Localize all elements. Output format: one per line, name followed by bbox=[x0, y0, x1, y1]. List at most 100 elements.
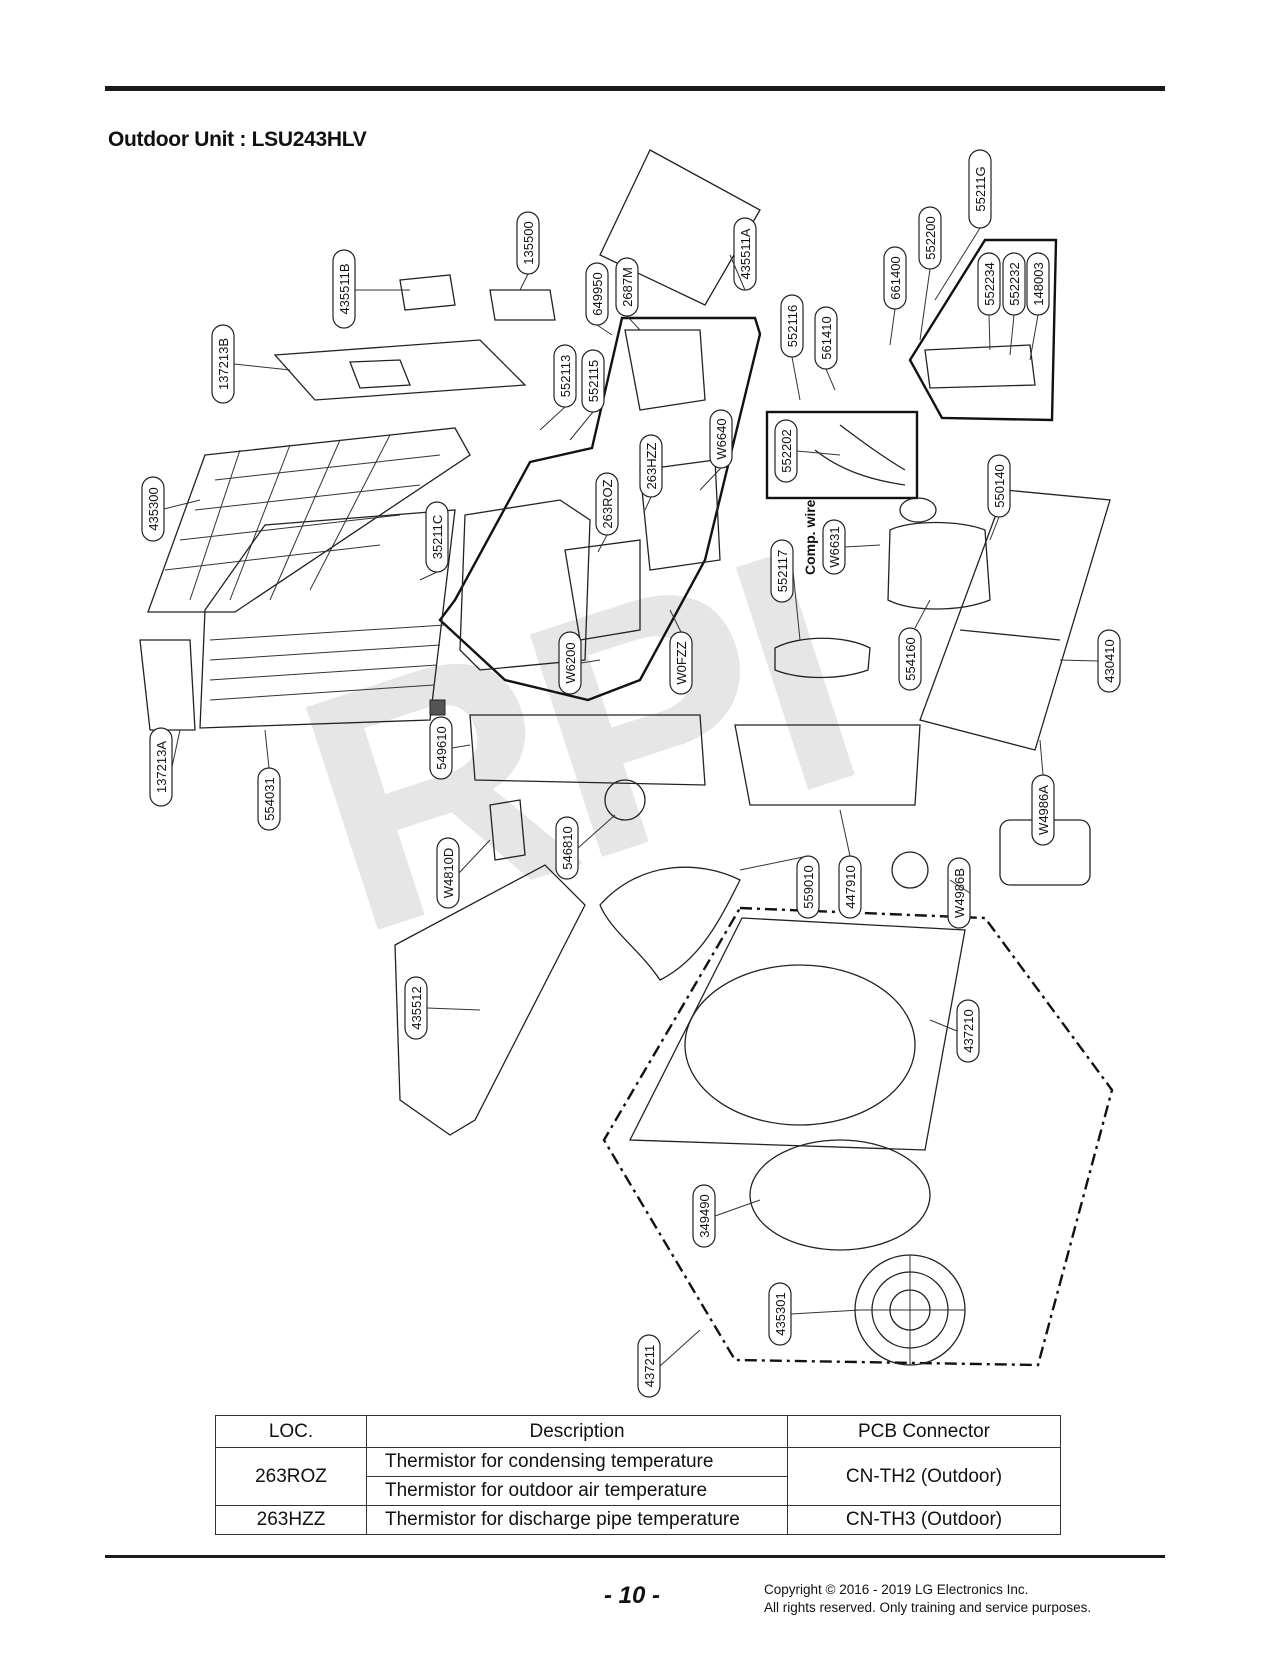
label-W6640: W6640 bbox=[714, 418, 729, 459]
label-137213B: 137213B bbox=[216, 338, 231, 390]
balloon-661400: 661400 bbox=[883, 246, 907, 310]
cell-description: Thermistor for discharge pipe temperatur… bbox=[366, 1505, 788, 1535]
balloon-552234: 552234 bbox=[977, 252, 1001, 316]
balloon-35211C: 35211C bbox=[425, 501, 449, 573]
label-2687M: 2687M bbox=[620, 267, 635, 307]
condenser-grille-part bbox=[147, 427, 471, 613]
front-panel-part bbox=[628, 917, 966, 1151]
control-box-group-outline bbox=[438, 316, 762, 702]
balloon-148003: 148003 bbox=[1026, 252, 1050, 316]
header-loc: LOC. bbox=[215, 1415, 367, 1448]
orifice-ring-part bbox=[749, 1139, 931, 1251]
copyright-notice: Copyright © 2016 - 2019 LG Electronics I… bbox=[764, 1581, 1091, 1617]
top-panel-part bbox=[599, 149, 761, 306]
cell-description: Thermistor for outdoor air temperature bbox=[366, 1476, 788, 1506]
cell-loc: 263ROZ bbox=[215, 1447, 367, 1506]
label-135500: 135500 bbox=[521, 221, 536, 264]
label-437210: 437210 bbox=[961, 1009, 976, 1052]
page-number: - 10 - bbox=[604, 1582, 661, 1609]
balloon-437210: 437210 bbox=[956, 999, 980, 1063]
balloon-349490: 349490 bbox=[692, 1184, 716, 1248]
label-435301: 435301 bbox=[773, 1292, 788, 1335]
balloon-W6631: W6631 bbox=[822, 519, 846, 575]
top-rule bbox=[105, 86, 1165, 91]
balloon-561410: 561410 bbox=[814, 306, 838, 370]
label-649950: 649950 bbox=[590, 272, 605, 315]
label-W6200: W6200 bbox=[563, 642, 578, 683]
label-552202: 552202 bbox=[779, 429, 794, 472]
table-row: 263HZZ Thermistor for discharge pipe tem… bbox=[215, 1505, 1061, 1535]
balloon-546810: 546810 bbox=[555, 816, 579, 880]
label-554160: 554160 bbox=[903, 637, 918, 680]
balloon-552202: 552202 bbox=[774, 419, 798, 483]
leader-lines bbox=[163, 227, 1099, 1367]
top-cover-part bbox=[273, 339, 527, 401]
front-panel-group-outline bbox=[602, 906, 1114, 1367]
label-552116: 552116 bbox=[785, 305, 800, 347]
fan-motor-part bbox=[604, 779, 646, 821]
table-row: 263ROZ Thermistor for condensing tempera… bbox=[215, 1447, 1061, 1506]
pcb-module-part bbox=[624, 329, 706, 411]
label-35211C: 35211C bbox=[430, 515, 445, 560]
cell-loc: 263HZZ bbox=[215, 1505, 367, 1535]
balloon-W4810D: W4810D bbox=[436, 837, 460, 909]
balloon-552117: 552117 bbox=[770, 539, 794, 603]
label-435511B: 435511B bbox=[337, 263, 352, 314]
motor-support-part bbox=[469, 714, 706, 786]
label-552232: 552232 bbox=[1007, 262, 1022, 305]
condenser-coil-part bbox=[199, 509, 456, 729]
cover-mount-part bbox=[399, 274, 456, 311]
label-549610: 549610 bbox=[434, 726, 449, 769]
balloon-435511A: 435511A bbox=[733, 217, 757, 291]
balloon-55211G: 55211G bbox=[968, 149, 992, 229]
balloon-263HZZ: 263HZZ bbox=[639, 434, 663, 498]
label-552234: 552234 bbox=[982, 262, 997, 305]
base-pan-part bbox=[919, 489, 1111, 751]
comp-wire-label: Comp. wire bbox=[802, 499, 818, 575]
thermistor-table: LOC. Description PCB Connector 263ROZ Th… bbox=[215, 1415, 1061, 1535]
support-bracket-part bbox=[489, 799, 526, 861]
control-cover-part bbox=[734, 724, 921, 806]
label-W0FZZ: W0FZZ bbox=[674, 641, 689, 684]
pcb-box-part bbox=[459, 499, 591, 671]
balloon-435511B: 435511B bbox=[332, 249, 356, 329]
side-panel-part bbox=[139, 639, 196, 731]
balloon-549610: 549610 bbox=[429, 716, 453, 780]
label-559010: 559010 bbox=[801, 865, 816, 908]
balloon-W4986A: W4986A bbox=[1031, 774, 1055, 846]
label-W4986A: W4986A bbox=[1036, 785, 1051, 835]
fan-guard-part bbox=[854, 1254, 966, 1366]
label-561410: 561410 bbox=[819, 316, 834, 359]
cell-pcb: CN-TH3 (Outdoor) bbox=[787, 1505, 1061, 1535]
balloon-135500: 135500 bbox=[516, 211, 540, 275]
balloon-552200: 552200 bbox=[918, 206, 942, 270]
terminal-block-part bbox=[639, 459, 721, 571]
label-148003: 148003 bbox=[1031, 262, 1046, 305]
label-263HZZ: 263HZZ bbox=[644, 442, 659, 489]
valve-group-outline bbox=[908, 238, 1058, 422]
balloon-137213B: 137213B bbox=[211, 324, 235, 404]
balloon-437211: 437211 bbox=[637, 1334, 661, 1398]
copyright-line-1: Copyright © 2016 - 2019 LG Electronics I… bbox=[764, 1582, 1029, 1597]
label-263ROZ: 263ROZ bbox=[600, 479, 615, 528]
label-435512: 435512 bbox=[409, 986, 424, 1029]
reactor-group-outline bbox=[765, 410, 919, 500]
label-552115: 552115 bbox=[586, 360, 601, 402]
balloon-W4986B: W4986B bbox=[947, 857, 971, 929]
label-55211G: 55211G bbox=[973, 166, 988, 211]
label-W4986B: W4986B bbox=[952, 868, 967, 918]
balloon-W6640: W6640 bbox=[709, 409, 733, 469]
balloon-554031: 554031 bbox=[257, 767, 281, 831]
label-552117: 552117 bbox=[775, 550, 790, 592]
label-550140: 550140 bbox=[992, 464, 1007, 507]
balloon-W0FZZ: W0FZZ bbox=[669, 631, 693, 695]
table-row: Thermistor for outdoor air temperature bbox=[216, 1476, 1061, 1506]
balloon-552232: 552232 bbox=[1002, 252, 1026, 316]
balloon-430410: 430410 bbox=[1097, 629, 1121, 693]
label-435511A: 435511A bbox=[738, 228, 753, 279]
label-W6631: W6631 bbox=[827, 526, 842, 567]
balloon-559010: 559010 bbox=[796, 855, 820, 919]
drain-plug-part bbox=[891, 851, 929, 889]
table-header-row: LOC. Description PCB Connector bbox=[215, 1415, 1061, 1448]
mount-bracket-part bbox=[429, 699, 446, 716]
